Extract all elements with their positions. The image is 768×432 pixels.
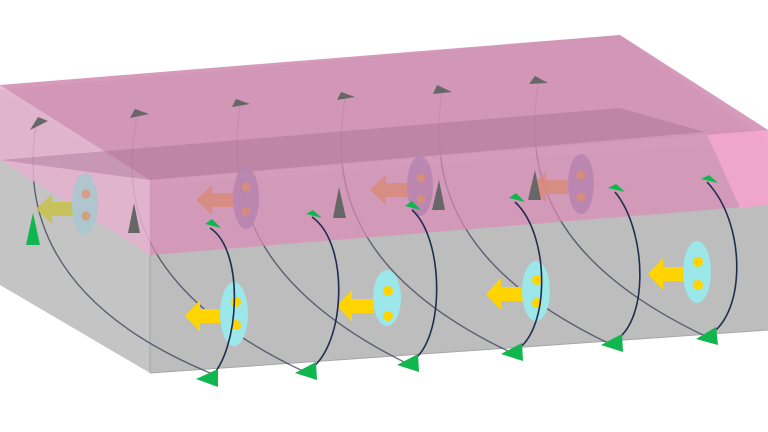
field-line-arrow-icon (397, 354, 419, 372)
field-line-arrow-icon (295, 362, 317, 380)
